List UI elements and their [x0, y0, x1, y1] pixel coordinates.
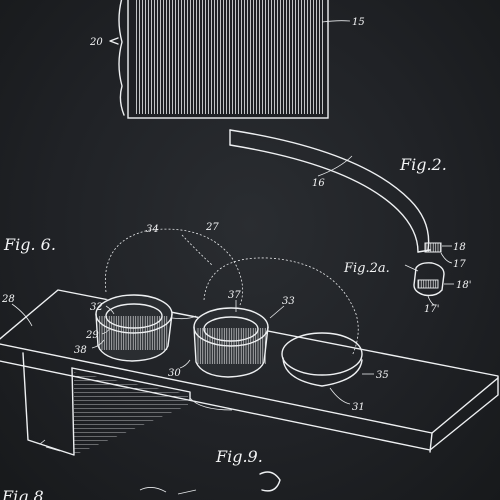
fig2-caption: Fig.2. [399, 155, 447, 174]
ref-16: 16 [312, 178, 325, 189]
ref-35: 35 [376, 370, 389, 381]
ref-38: 38 [74, 345, 87, 356]
curved-strip [229, 129, 453, 264]
ring-right [193, 306, 269, 378]
ref-32: 32 [90, 302, 103, 313]
ref-28: 28 [1, 294, 15, 305]
ref-29: 29 [85, 330, 99, 341]
swing-arcs [104, 228, 359, 357]
ref-31: 31 [352, 402, 365, 413]
ref-18-prime: 18' [456, 280, 471, 291]
fig9-caption: Fig.9. [215, 447, 263, 466]
ref-15: 15 [352, 17, 365, 28]
ref-20: 20 [89, 37, 103, 48]
ref-18: 18 [453, 242, 466, 253]
stacked-block [109, 0, 351, 119]
ref-34: 34 [146, 224, 159, 235]
fig6-caption: Fig. 6. [3, 235, 56, 254]
fig8-caption: Fig.8 [1, 487, 44, 500]
ref-17: 17 [453, 259, 466, 270]
board [0, 289, 499, 456]
ref-37: 37 [228, 290, 241, 301]
ref-30: 30 [168, 368, 181, 379]
ref-27: 27 [205, 222, 219, 233]
bottom-fragment [139, 471, 281, 495]
detail-piece [404, 262, 454, 306]
ring-left [95, 294, 197, 362]
disc [281, 332, 374, 405]
ref-17-prime: 17' [424, 304, 439, 315]
ref-33: 33 [282, 296, 295, 307]
fig2a-caption: Fig.2a. [343, 261, 390, 276]
leader-lines [11, 300, 285, 369]
